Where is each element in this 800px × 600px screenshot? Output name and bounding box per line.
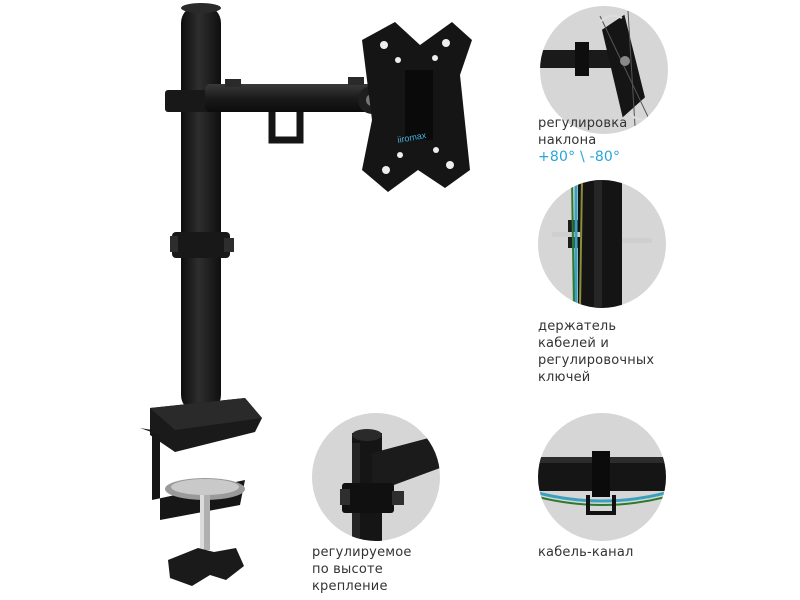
tilt-detail-circle	[540, 6, 668, 134]
cable-holder-caption: держатель кабелей и регулировочных ключе…	[538, 318, 654, 386]
height-clamp-caption: регулируемое по высоте крепление	[312, 544, 412, 595]
tilt-detail-icon	[540, 10, 653, 127]
cable-channel-detail-icon	[538, 451, 666, 515]
cable-holder-detail-circle	[538, 180, 666, 308]
cable-channel-detail-circle	[538, 413, 666, 541]
cable-holder-detail-icon	[552, 180, 652, 308]
clamp-knob	[168, 548, 244, 586]
cable-channel-caption: кабель-канал	[538, 544, 634, 561]
cable-holder-caption-line: держатель	[538, 319, 617, 334]
tilt-caption-line: регулировка	[538, 116, 628, 131]
arm	[205, 84, 375, 112]
tilt-caption-line: наклона	[538, 133, 597, 148]
tilt-range-value: +80° \ -80°	[538, 149, 621, 165]
height-clamp-caption-line: крепление	[312, 579, 388, 594]
height-clamp-caption-line: регулируемое	[312, 545, 412, 560]
cable-holder-caption-line: кабелей и	[538, 336, 609, 351]
cable-channel-caption-line: кабель-канал	[538, 545, 634, 560]
tilt-caption: регулировка наклона +80° \ -80°	[538, 115, 627, 166]
height-clamp-caption-line: по высоте	[312, 562, 383, 577]
cable-holder-caption-line: ключей	[538, 370, 591, 385]
pole	[181, 5, 221, 413]
height-collar	[172, 232, 230, 258]
height-clamp-detail-circle	[312, 413, 440, 541]
cable-holder-caption-line: регулировочных	[538, 353, 655, 368]
height-clamp-detail-icon	[340, 429, 440, 541]
